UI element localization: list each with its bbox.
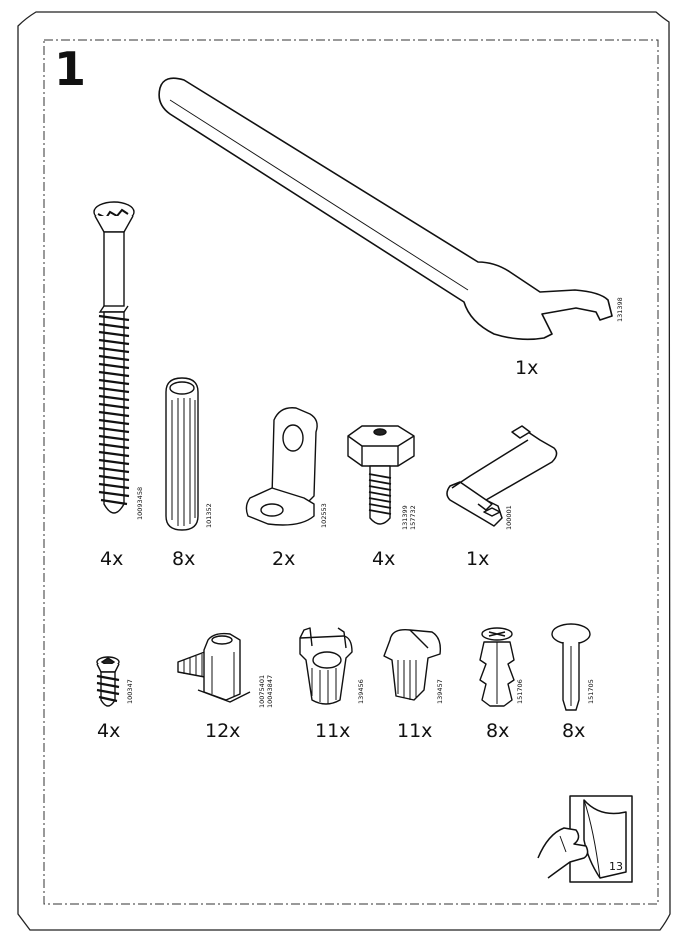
adjustable-foot-quantity: 4x (372, 548, 396, 570)
long-screw-code: 10093458 (136, 486, 144, 520)
wood-dowel-code: 101352 (205, 503, 213, 528)
cam-lock-a-code: 139456 (357, 679, 365, 704)
cam-dowel-code-1: 10075401 (258, 674, 266, 708)
shelf-pin-code: 151705 (587, 679, 595, 704)
plastic-anchor-icon (479, 627, 515, 707)
cam-dowel-code-2: 10043847 (266, 674, 274, 708)
cam-lock-a-quantity: 11x (315, 720, 351, 742)
cam-lock-b-quantity: 11x (397, 720, 433, 742)
adjustable-foot-code-1: 131399 (401, 505, 409, 530)
long-screw-icon (93, 201, 135, 514)
plastic-anchor-quantity: 8x (486, 720, 510, 742)
short-screw-code: 100347 (126, 679, 134, 704)
angle-bracket-icon (245, 407, 318, 526)
cam-dowel-icon (177, 632, 251, 703)
short-screw-icon (96, 656, 120, 707)
sheet-outline (17, 11, 671, 931)
adjustable-foot-code-2: 157732 (409, 505, 417, 530)
angle-bracket-quantity: 2x (272, 548, 296, 570)
allen-key-code: 100001 (505, 505, 513, 530)
shelf-pin-quantity: 8x (562, 720, 586, 742)
shelf-pin-icon (551, 623, 591, 711)
wrench-quantity: 1x (515, 357, 539, 379)
page-turn-icon (537, 795, 633, 883)
allen-key-icon (446, 425, 558, 527)
step-number: 1 (54, 42, 87, 96)
long-screw-quantity: 4x (100, 548, 124, 570)
plastic-anchor-code: 151706 (516, 679, 524, 704)
allen-key-quantity: 1x (466, 548, 490, 570)
cam-dowel-quantity: 12x (205, 720, 241, 742)
cam-lock-b-icon (383, 629, 442, 701)
cut-frame (43, 39, 659, 905)
wood-dowel-quantity: 8x (172, 548, 196, 570)
adjustable-foot-icon (347, 425, 415, 525)
wrench-code: 131398 (616, 297, 624, 322)
cam-lock-b-code: 139457 (436, 679, 444, 704)
cam-lock-a-icon (299, 627, 353, 705)
page-turn-number: 13 (609, 860, 623, 873)
angle-bracket-code: 102553 (320, 503, 328, 528)
wrench-icon (158, 77, 613, 341)
wood-dowel-icon (165, 377, 199, 531)
short-screw-quantity: 4x (97, 720, 121, 742)
